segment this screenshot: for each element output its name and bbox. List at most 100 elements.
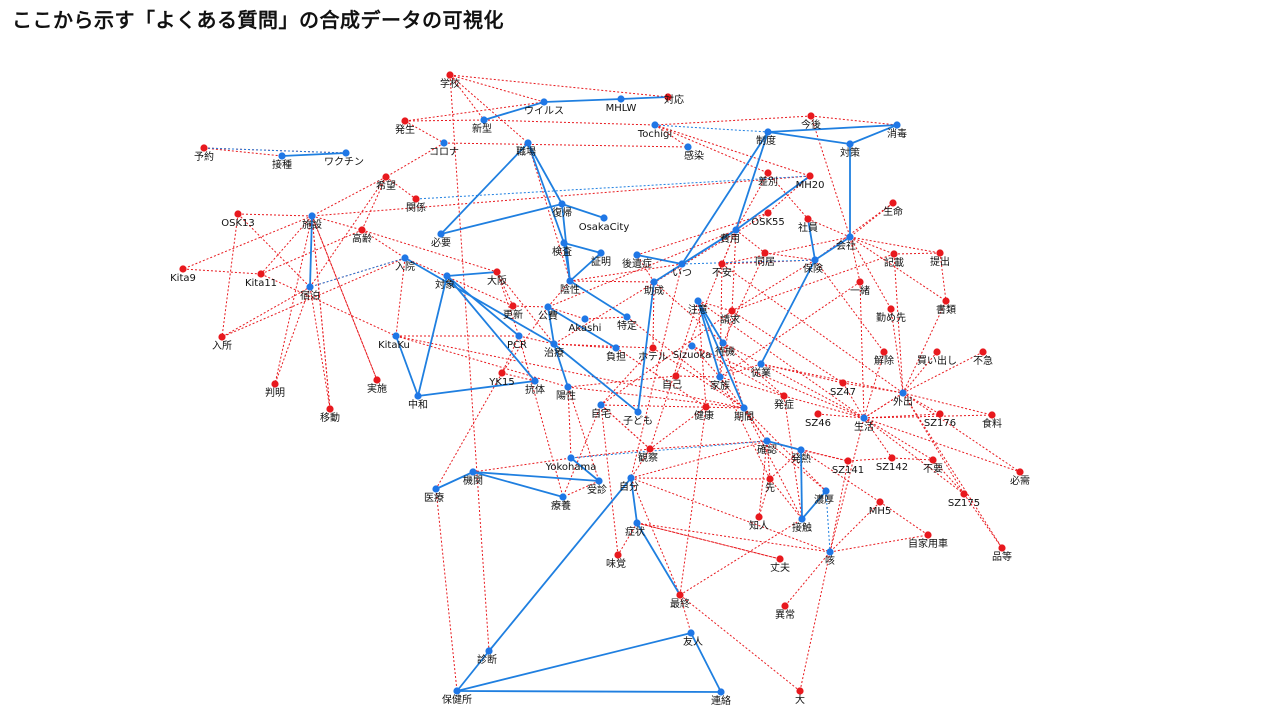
edge-blue-solid [735,175,811,231]
node-label-最終: 最終 [670,597,690,610]
node-label-復帰: 復帰 [552,206,572,219]
node-label-家族: 家族 [710,379,730,392]
node-label-対象: 対象 [435,278,455,291]
edge-red-dotted [902,300,947,394]
node-Yokohama [567,454,575,462]
node-希望 [382,173,390,181]
node-label-ホテル: ホテル [638,351,668,363]
node-label-発熱: 発熱 [791,452,811,465]
edge-red-dotted [863,417,965,495]
node-高齢 [358,226,366,234]
edge-blue-solid [543,98,622,103]
node-SZ175 [960,490,968,498]
node-label-中和: 中和 [408,398,428,411]
node-label-SZ47: SZ47 [830,387,856,398]
edge-red-dotted [654,124,811,177]
node-label-子ども: 子ども [623,415,653,427]
node-後遺症 [633,251,641,259]
node-請求 [728,307,736,315]
edge-blue-solid [404,257,555,345]
edge-blue-dotted [681,259,816,265]
edge-red-dotted [600,404,651,450]
node-実施 [373,376,381,384]
node-label-発生: 発生 [395,123,415,136]
edge-red-dotted [842,382,865,419]
edge-blue-solid [527,142,563,205]
edge-red-dotted [562,404,602,498]
node-label-従業: 従業 [751,366,771,379]
edge-red-dotted [731,259,816,312]
edge-red-dotted [722,342,745,409]
edge-red-dotted [630,440,768,479]
node-label-連絡: 連絡 [711,694,731,707]
node-label-濃厚: 濃厚 [814,493,834,506]
edge-red-dotted [654,124,689,148]
edge-red-dotted [863,351,885,419]
node-label-知人: 知人 [749,519,769,532]
node-自分 [627,474,635,482]
node-label-施設: 施設 [302,218,322,231]
node-解除 [880,348,888,356]
node-label-新型: 新型 [472,122,492,135]
node-label-記載: 記載 [884,256,904,269]
edge-red-dotted [395,335,745,409]
edge-red-dotted [863,417,934,461]
node-公費 [544,303,552,311]
node-label-KitaKu: KitaKu [378,340,410,351]
edge-red-dotted [221,213,239,338]
node-label-確認: 確認 [757,443,777,456]
node-label-高齢: 高齢 [352,232,372,245]
edge-red-dotted [260,273,397,337]
edge-blue-solid [456,690,722,693]
edge-red-dotted [719,376,785,397]
edge-red-dotted [697,300,733,312]
node-label-Akashi: Akashi [569,323,602,334]
edge-blue-solid [483,101,545,121]
edge-blue-solid [735,131,769,231]
node-label-OsakaCity: OsakaCity [579,222,630,233]
edge-red-dotted [829,460,849,553]
edge-blue-solid [395,335,419,397]
node-食料 [988,411,996,419]
node-label-買い出し: 買い出し [917,354,957,367]
edge-red-dotted [443,142,689,148]
edge-red-dotted [679,406,707,596]
node-label-必需: 必需 [1010,474,1030,487]
edge-red-dotted [518,335,555,345]
edge-red-dotted [221,257,406,338]
node-大阪 [493,268,501,276]
edge-red-dotted [654,124,769,174]
edge-blue-solid [553,343,639,413]
edge-blue-solid [456,650,490,692]
edge-red-dotted [547,306,586,320]
edge-red-dotted [311,215,378,381]
edge-red-dotted [731,310,844,384]
edge-red-dotted [630,448,651,479]
node-医療 [432,485,440,493]
edge-red-dotted [799,551,831,692]
node-関係 [412,195,420,203]
node-label-移動: 移動 [320,411,340,424]
node-label-機関: 機関 [463,474,483,487]
node-療養 [559,493,567,501]
node-MHLW [617,95,625,103]
edge-blue-solid [681,131,769,265]
node-発生 [401,117,409,125]
edge-red-dotted [435,372,503,490]
edge-blue-solid [446,275,520,337]
node-Kita11 [257,270,265,278]
node-勤め先 [887,305,895,313]
node-label-同居: 同居 [755,256,775,268]
node-SZ141 [844,457,852,465]
edge-red-dotted [626,316,745,409]
edge-red-dotted [679,594,692,634]
node-label-消毒: 消毒 [887,127,907,140]
node-label-YK15: YK15 [488,377,514,388]
node-生命 [889,199,897,207]
node-label-MHLW: MHLW [606,103,637,114]
edge-red-dotted [449,74,490,652]
node-提出 [936,249,944,257]
node-label-受診: 受診 [587,483,607,496]
edge-blue-solid [814,236,851,261]
